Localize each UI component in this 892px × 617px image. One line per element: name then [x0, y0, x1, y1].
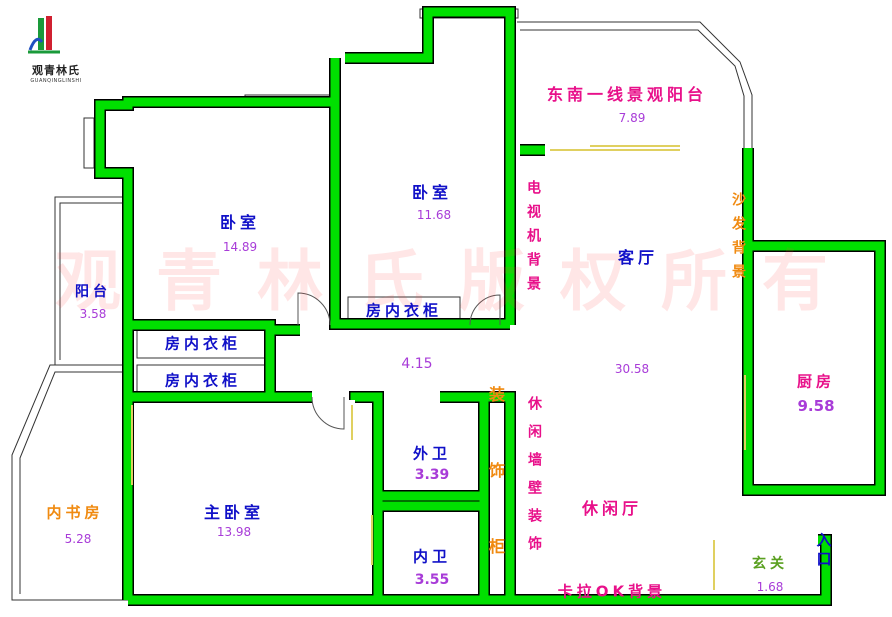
logo-en: GUANQINGLINSHI	[30, 78, 82, 84]
left-balcony-outline-inner	[59, 202, 128, 360]
room-name-living: 客厅	[617, 248, 659, 267]
bay-window	[83, 117, 95, 169]
room-area-master: 13.98	[216, 525, 252, 539]
deco-wall: 休闲墙壁装饰	[526, 396, 542, 564]
entrance-label: 入口	[814, 532, 833, 570]
room-area-balcony-se: 7.89	[618, 111, 646, 125]
room-name-foyer: 玄关	[752, 556, 788, 572]
room-area-bath-inner: 3.55	[414, 572, 450, 588]
room-area-corridor: 4.15	[401, 356, 433, 372]
openings	[131, 145, 746, 590]
walls	[95, 7, 885, 605]
room-area-bedroom-left: 14.89	[222, 240, 258, 254]
room-area-foyer: 1.68	[756, 580, 784, 594]
wardrobe-left-2: 房内衣柜	[164, 371, 242, 390]
wardrobe-left-1-box	[136, 327, 269, 359]
room-name-bedroom-mid: 卧室	[411, 183, 453, 202]
se-balcony-outline	[517, 21, 753, 148]
wardrobe-left-2-box	[136, 364, 269, 396]
room-name-study: 内书房	[46, 503, 104, 522]
wardrobe-mid: 房内衣柜	[365, 301, 443, 320]
room-area-balcony-left: 3.58	[79, 307, 107, 321]
room-name-master: 主卧室	[203, 503, 265, 522]
ktv-wall: 卡拉OK背景	[557, 582, 667, 601]
se-balcony-outline-inner	[520, 29, 745, 148]
study-outline-inner	[19, 371, 124, 594]
room-area-living: 30.58	[614, 362, 650, 376]
room-name-balcony-se: 东南一线景观阳台	[546, 85, 708, 104]
tv-wall: 电视机背景	[525, 180, 541, 300]
wall-bathrooms	[350, 392, 515, 600]
room-name-balcony-left: 阳台	[75, 284, 111, 300]
room-area-kitchen: 9.58	[797, 397, 835, 415]
wardrobes	[136, 296, 461, 396]
wall-kitchen	[743, 148, 885, 495]
room-name-leisure: 休闲厅	[581, 499, 643, 518]
door-bath-outer	[311, 396, 345, 430]
wall-west	[95, 97, 340, 600]
room-name-kitchen: 厨房	[796, 372, 836, 391]
logo-mark-icon	[28, 16, 60, 54]
wall-corridor-stubs	[270, 325, 312, 402]
room-name-bath-inner: 内卫	[412, 547, 452, 566]
wall-south	[128, 535, 831, 605]
room-area-bath-outer: 3.39	[414, 467, 450, 483]
room-name-bedroom-left: 卧室	[219, 213, 261, 232]
deco-cabinet: 装饰柜	[486, 386, 505, 614]
wall-mid-bedroom-north	[345, 7, 515, 325]
door-living	[469, 294, 501, 326]
door-bedroom-mid	[297, 292, 331, 326]
logo-name: 观青林氏	[32, 64, 80, 77]
thin-outlines	[11, 8, 856, 601]
brand-logo: 观青林氏 GUANQINGLINSHI	[24, 14, 88, 84]
watermark: 观青林氏版权所有	[55, 243, 863, 320]
wall-wardrobe-block	[130, 320, 275, 402]
room-name-bath-outer: 外卫	[412, 444, 452, 463]
room-area-bedroom-mid: 11.68	[416, 208, 452, 222]
study-outline	[11, 364, 128, 601]
sofa-wall: 沙发背景	[730, 192, 746, 288]
wardrobe-left-1: 房内衣柜	[164, 334, 242, 353]
door-swings	[297, 292, 501, 430]
room-area-study: 5.28	[64, 532, 92, 546]
wall-mid-bedroom-west	[330, 58, 510, 329]
